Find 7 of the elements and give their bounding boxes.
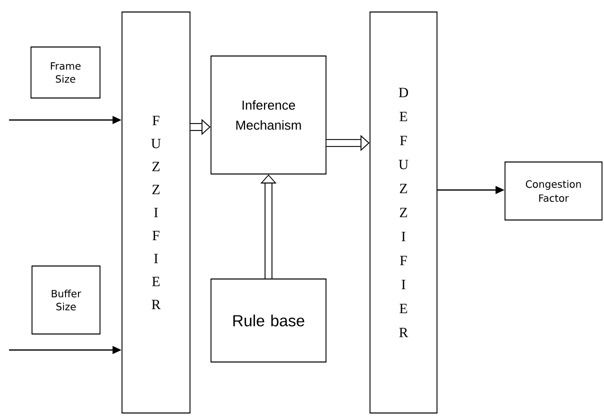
box: Frame Size	[30, 46, 100, 98]
block: FUZZIFIER	[122, 12, 190, 414]
box: Buffer Size	[32, 266, 100, 334]
box: Congestion Factor	[504, 162, 602, 220]
box: Rule base	[210, 278, 326, 362]
block: DEFUZZIFIER	[370, 12, 438, 414]
box: Inference Mechanism	[210, 56, 326, 174]
